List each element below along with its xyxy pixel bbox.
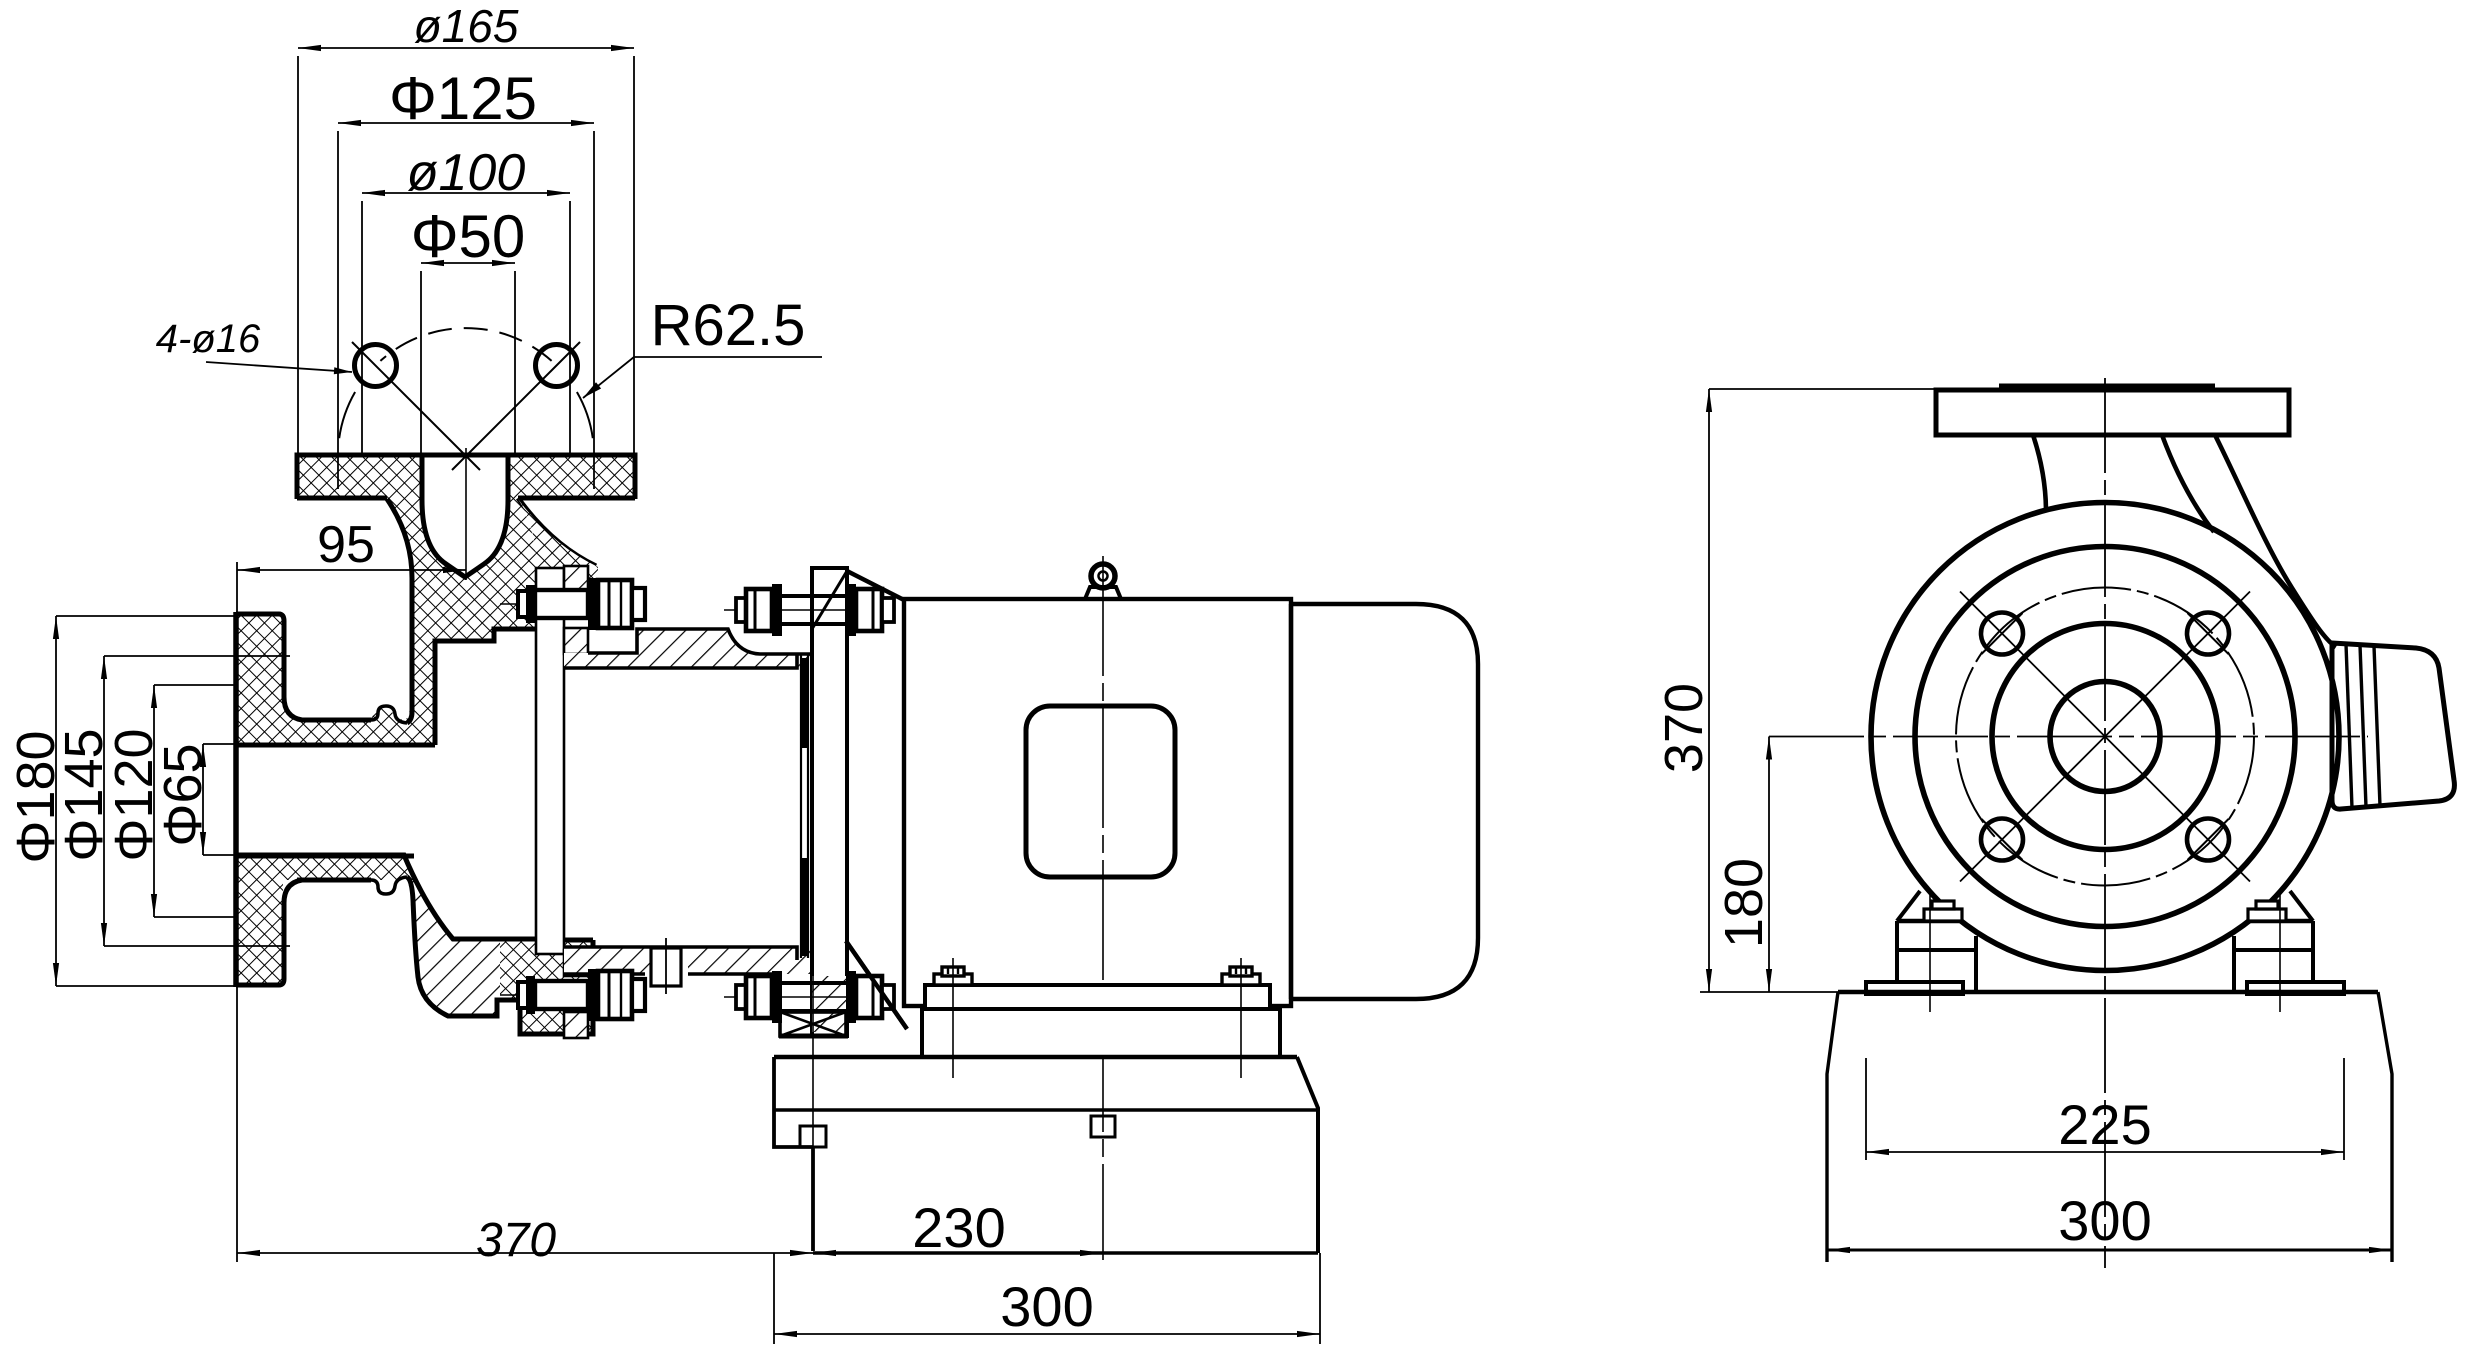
svg-text:Φ125: Φ125 bbox=[389, 65, 537, 132]
svg-text:ø100: ø100 bbox=[407, 144, 526, 202]
svg-text:370: 370 bbox=[476, 1214, 556, 1267]
svg-text:Φ50: Φ50 bbox=[411, 203, 526, 270]
svg-text:Φ65: Φ65 bbox=[153, 743, 213, 846]
svg-text:Φ145: Φ145 bbox=[54, 728, 114, 861]
svg-text:180: 180 bbox=[1714, 858, 1774, 948]
svg-text:95: 95 bbox=[317, 516, 375, 574]
svg-text:300: 300 bbox=[2058, 1189, 2151, 1252]
svg-text:ø165: ø165 bbox=[414, 0, 519, 52]
svg-text:370: 370 bbox=[1654, 683, 1714, 773]
svg-text:4-ø16: 4-ø16 bbox=[156, 317, 261, 361]
svg-text:230: 230 bbox=[912, 1196, 1005, 1259]
svg-text:R62.5: R62.5 bbox=[651, 293, 806, 358]
svg-text:Φ120: Φ120 bbox=[104, 728, 164, 861]
svg-text:Φ180: Φ180 bbox=[6, 730, 66, 863]
svg-text:225: 225 bbox=[2058, 1093, 2151, 1156]
svg-text:300: 300 bbox=[1000, 1275, 1093, 1338]
